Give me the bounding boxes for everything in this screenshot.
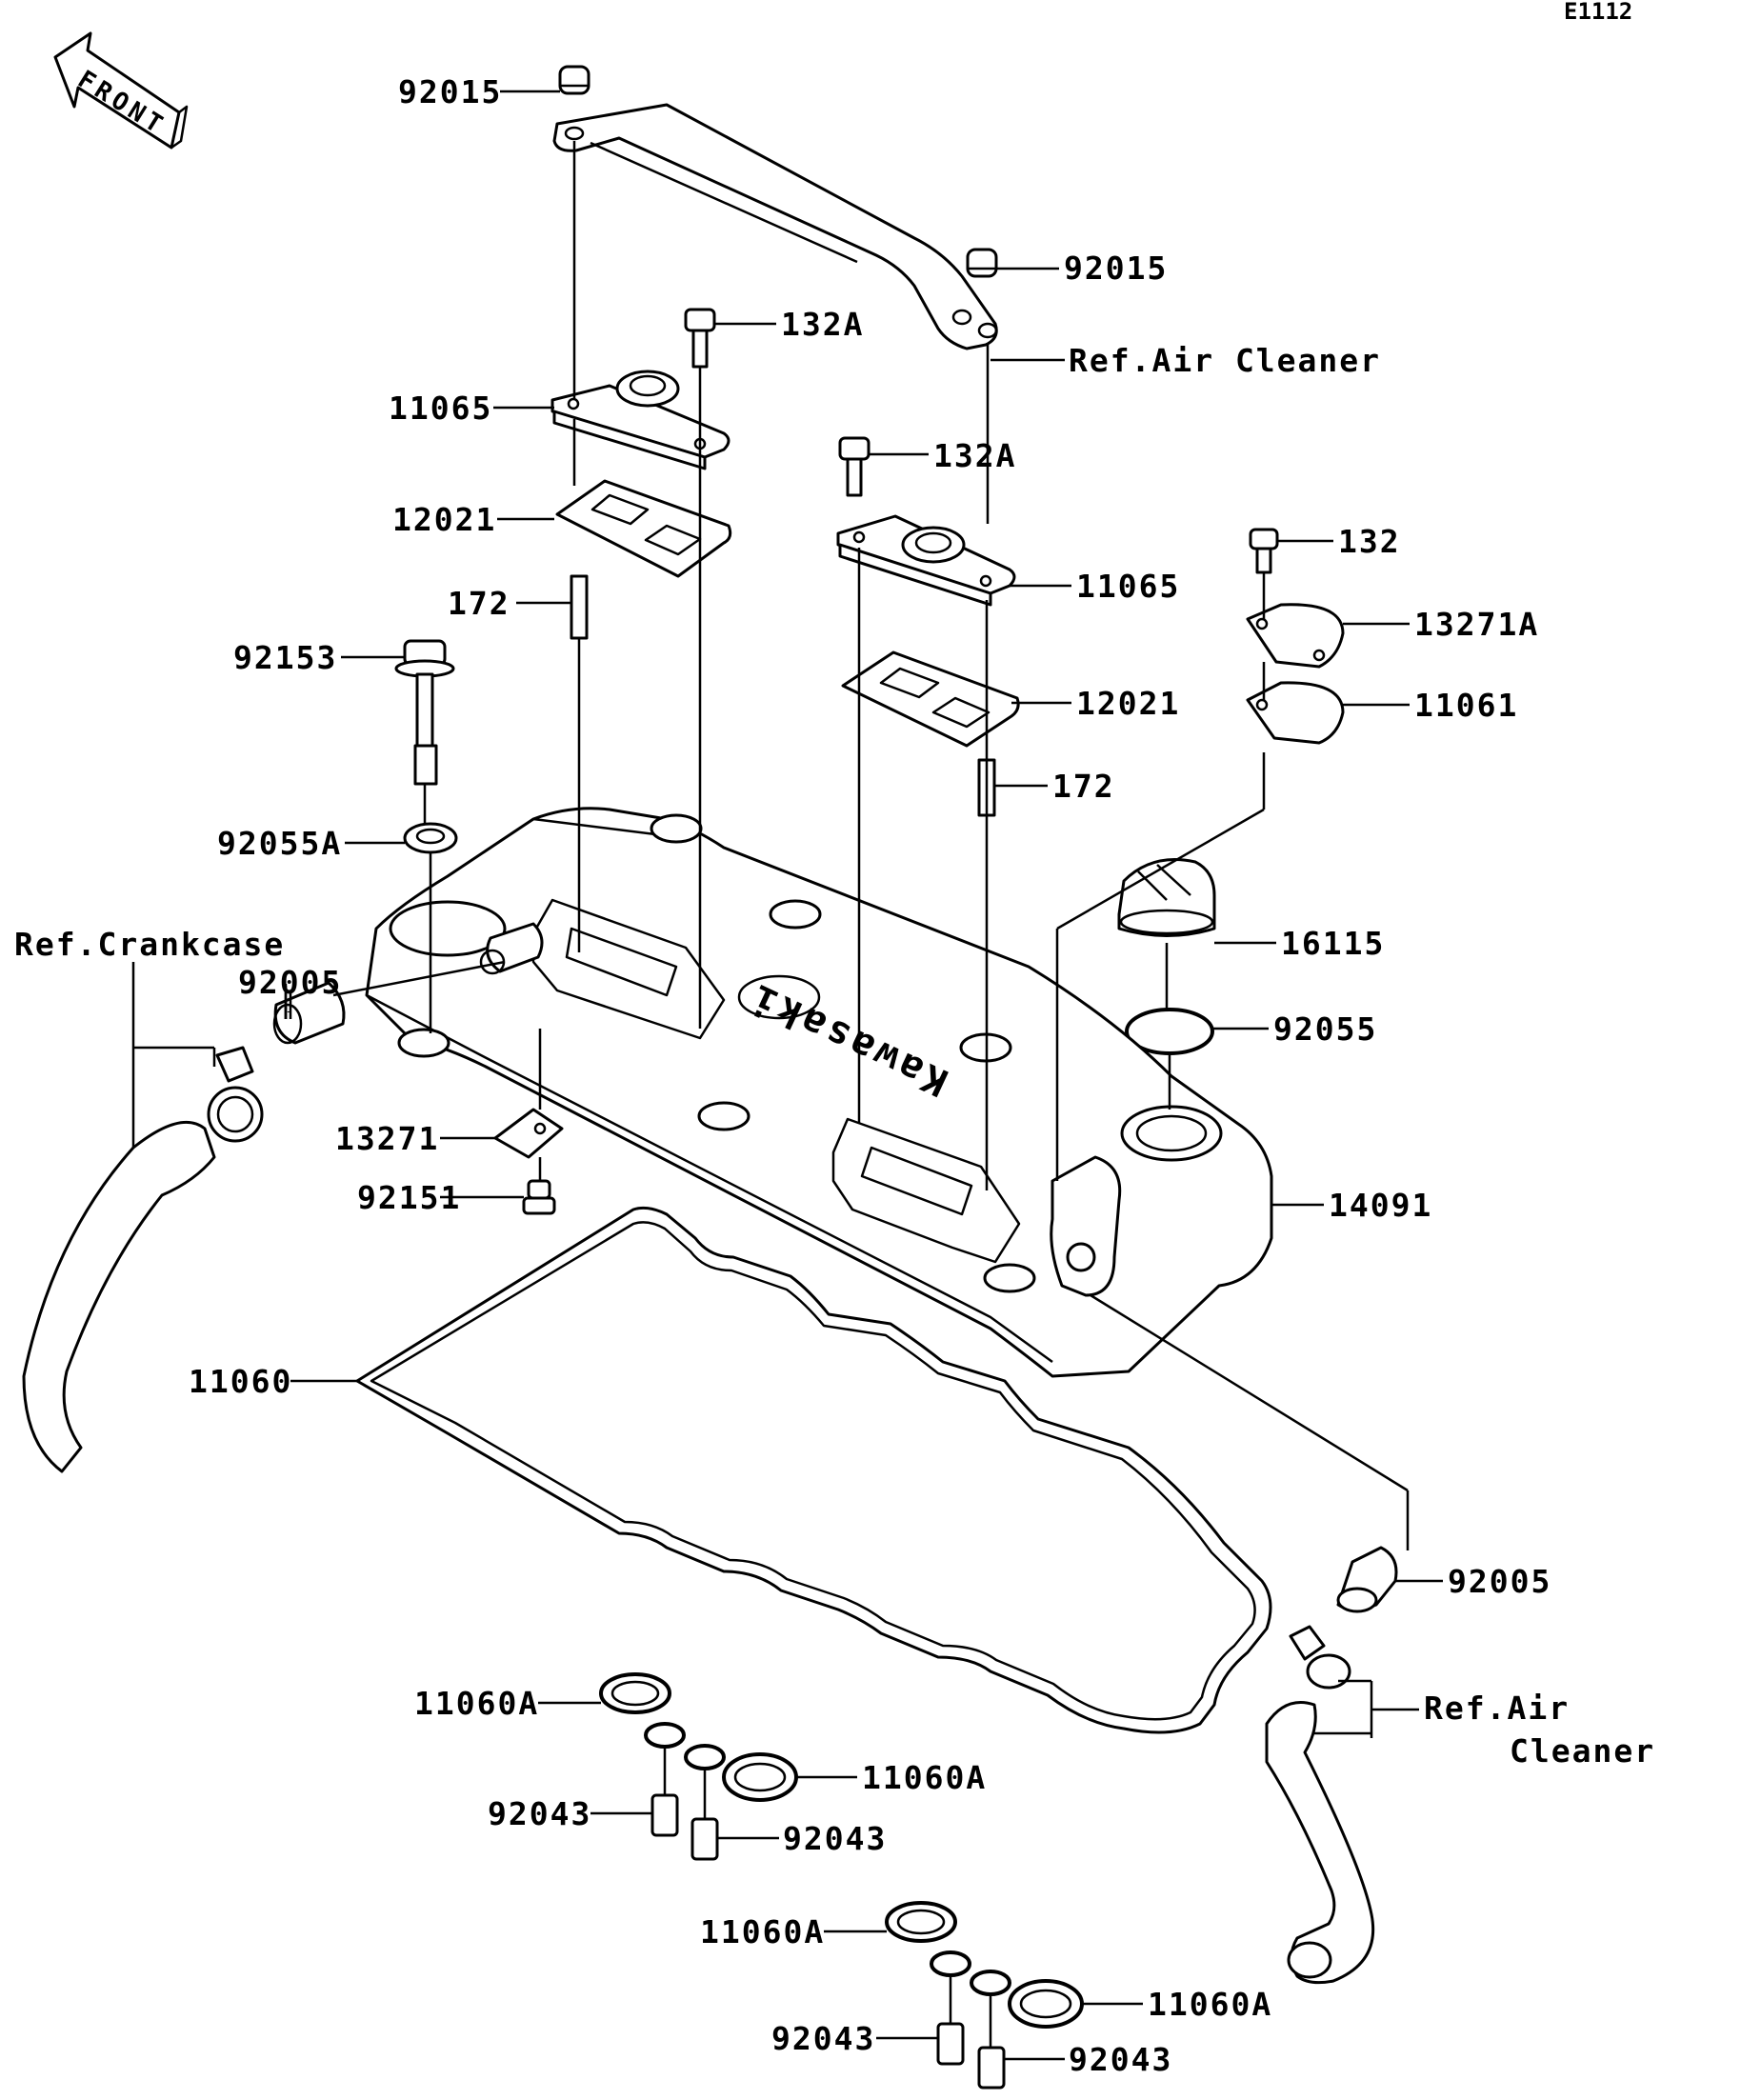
bolt-132 — [1249, 528, 1279, 574]
dowel-92043-2 — [690, 1817, 719, 1861]
dowel-92043-3 — [936, 2022, 965, 2066]
label-92043-3: 92043 — [771, 2020, 875, 2057]
label-92043-1: 92043 — [488, 1795, 591, 1832]
diagram-code: E1112 — [1564, 0, 1632, 25]
bracket-part — [552, 103, 998, 350]
gasket-11060 — [355, 1206, 1272, 1734]
bolt-92151 — [522, 1179, 556, 1215]
label-ref-air-cleaner-top: Ref.Air Cleaner — [1069, 342, 1381, 379]
grommet-92055A — [403, 822, 458, 854]
stud-172-left — [570, 574, 589, 640]
dowel-92043-1 — [650, 1793, 679, 1837]
label-172-1: 172 — [448, 585, 510, 622]
seal-11060A-2 — [684, 1744, 798, 1802]
label-ref-air-line2: Cleaner — [1510, 1732, 1655, 1770]
hose-air-cleaner — [1265, 1701, 1375, 1985]
label-ref-air-line1: Ref.Air — [1424, 1690, 1570, 1727]
plate-12021-right — [841, 650, 1020, 748]
label-14091: 14091 — [1329, 1187, 1432, 1224]
nut-92015-top — [558, 65, 590, 95]
seal-11060A-3 — [885, 1901, 957, 1943]
oil-filler-cap-16115 — [1117, 858, 1216, 937]
label-92015-top: 92015 — [398, 73, 502, 110]
label-92015-right: 92015 — [1064, 250, 1168, 287]
pipe-92005-right — [1336, 1546, 1398, 1613]
seal-11060A-1 — [599, 1672, 671, 1714]
bracket-13271 — [493, 1108, 564, 1159]
label-16115: 16115 — [1281, 925, 1385, 962]
label-172-2: 172 — [1052, 768, 1115, 805]
seal-11060A-4 — [970, 1970, 1084, 2029]
nut-92015-right — [966, 248, 998, 278]
label-12021-2: 12021 — [1076, 685, 1180, 722]
breather-cover-11065-left — [550, 370, 730, 470]
label-92153: 92153 — [233, 639, 337, 676]
label-13271A: 13271A — [1414, 606, 1539, 643]
label-92055A: 92055A — [217, 825, 342, 862]
label-11060: 11060 — [189, 1363, 292, 1400]
cover-13271A — [1246, 603, 1345, 669]
breather-cover-11065-right — [836, 514, 1016, 607]
label-92005-2: 92005 — [1448, 1563, 1551, 1600]
pipe-92005-left — [272, 981, 346, 1045]
label-92043-2: 92043 — [783, 1820, 887, 1857]
label-92005-1: 92005 — [238, 964, 342, 1001]
label-11065-2: 11065 — [1076, 568, 1180, 605]
gasket-11061 — [1246, 681, 1345, 745]
label-ref-crankcase: Ref.Crankcase — [14, 926, 285, 963]
plate-12021-left — [555, 479, 732, 578]
leader-lines — [131, 90, 1443, 2061]
front-arrow-icon: FRONT — [53, 31, 189, 150]
label-132A-2: 132A — [933, 437, 1016, 474]
seal-small-1 — [644, 1722, 686, 1749]
bolt-132A-left — [684, 308, 716, 369]
label-92055: 92055 — [1273, 1010, 1377, 1048]
bolt-132A-right — [838, 436, 870, 497]
clamp-right — [1289, 1625, 1351, 1690]
label-11060A-2: 11060A — [862, 1759, 987, 1796]
label-132: 132 — [1338, 523, 1401, 560]
bolt-92153 — [394, 639, 455, 786]
seal-small-3 — [930, 1950, 971, 1977]
label-92151: 92151 — [357, 1179, 461, 1216]
label-132A-1: 132A — [781, 306, 864, 343]
cylinder-head-cover-14091: Kawasaki — [365, 807, 1273, 1378]
label-11060A-1: 11060A — [414, 1685, 539, 1722]
label-92043-4: 92043 — [1069, 2041, 1172, 2078]
label-11065-1: 11065 — [389, 390, 492, 427]
label-11061: 11061 — [1414, 687, 1518, 724]
label-11060A-3: 11060A — [700, 1913, 825, 1950]
label-13271: 13271 — [335, 1120, 439, 1157]
hose-crankcase — [22, 1120, 216, 1473]
label-12021-1: 12021 — [392, 501, 496, 538]
dowel-92043-4 — [977, 2046, 1006, 2090]
clamp-left — [207, 1046, 264, 1143]
label-11060A-4: 11060A — [1148, 1986, 1272, 2023]
